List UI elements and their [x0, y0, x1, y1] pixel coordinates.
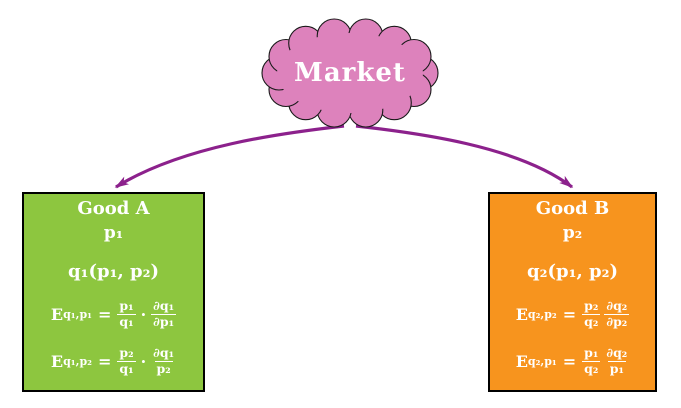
elasticity-symbol: E: [515, 351, 528, 371]
good-b-title: Good B: [535, 198, 610, 219]
equals-sign: =: [562, 351, 577, 371]
good-a-demand-function: q₁(p₁, p₂): [68, 261, 159, 282]
elasticity-subscript: q₁,p₁: [63, 307, 92, 321]
elasticity-symbol: E: [50, 304, 64, 324]
elasticity-subscript: q₂,p₂: [527, 307, 557, 321]
market-cloud: [261, 18, 439, 128]
dot-operator: ·: [140, 351, 147, 371]
arrow-to-good-b: [355, 124, 574, 189]
dot-operator: ·: [140, 304, 147, 324]
good-a-price: p₁: [103, 223, 124, 243]
market-connectors: [114, 124, 574, 189]
good-b-price: p₂: [562, 223, 583, 243]
elasticity-subscript: q₁,p₂: [63, 354, 92, 368]
good-b-demand-function: q₂(p₁, p₂): [527, 261, 618, 282]
arrow-to-good-a: [114, 124, 345, 189]
elasticity-subscript: q₂,p₁: [527, 354, 557, 368]
elasticity-symbol: E: [515, 304, 528, 324]
good-a-title: Good A: [77, 198, 150, 219]
equals-sign: =: [562, 304, 577, 324]
equals-sign: =: [97, 351, 112, 371]
equals-sign: =: [97, 304, 112, 324]
elasticity-symbol: E: [50, 351, 64, 371]
partial-derivative-fraction: ∂q₁∂p₁: [151, 298, 177, 329]
partial-derivative-fraction: ∂q₂∂p₂: [604, 298, 630, 329]
